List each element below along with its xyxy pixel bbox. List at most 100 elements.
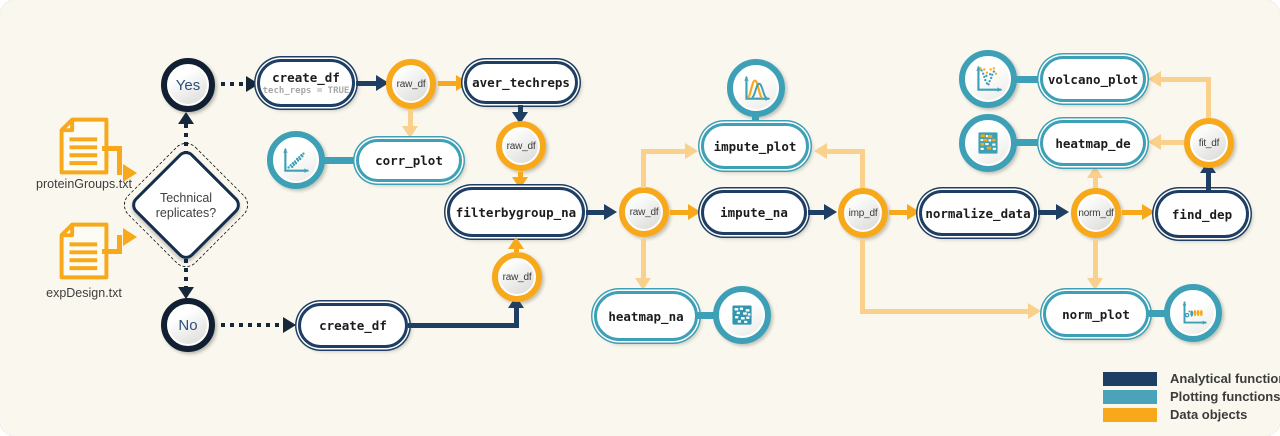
dotted-decision-to-no-head xyxy=(178,287,194,299)
arrow-imp-df-to-norm-plot-v xyxy=(860,239,865,314)
data-raw-df-1: raw_df xyxy=(386,59,436,109)
node-impute-na: impute_na xyxy=(701,190,807,235)
dotted-decision-to-no xyxy=(184,259,188,287)
legend-row-plotting: Plotting functions xyxy=(1103,389,1280,404)
arrow-raw-df-to-filterbygroup xyxy=(518,172,523,179)
data-raw-df-3: raw_df xyxy=(619,187,669,237)
dotted-no-to-create-df xyxy=(221,323,281,327)
arrow-raw-df-to-impute-na-head xyxy=(688,204,701,220)
arrow-norm-df-to-heatmap-de-head xyxy=(1087,166,1103,178)
legend: Analytical functions Plotting functions … xyxy=(1103,371,1280,425)
node-norm-plot: norm_plot xyxy=(1043,291,1149,337)
exp-design-file-label: expDesign.txt xyxy=(46,286,122,300)
arrow-file2-to-decision-head xyxy=(123,228,137,246)
create-df-parameter: tech_reps = TRUE xyxy=(262,86,350,96)
arrow-raw-df-to-heatmap-na xyxy=(641,239,646,279)
legend-row-analytical: Analytical functions xyxy=(1103,371,1280,386)
arrow-file1-to-decision-v xyxy=(117,146,122,175)
no-circle: No xyxy=(161,298,215,352)
arrow-imp-df-to-impute-plot-h xyxy=(827,149,865,154)
arrow-raw-df-to-impute-na xyxy=(670,210,690,215)
arrow-fit-df-to-heatmap-de xyxy=(1161,140,1184,145)
arrow-create-df-to-raw-df xyxy=(356,81,378,86)
arrow-raw-df-4-to-filterbygroup-head xyxy=(508,237,524,249)
node-heatmap-na: heatmap_na xyxy=(594,291,698,341)
heatmap-de-icon-connector xyxy=(1015,139,1042,146)
arrow-imp-df-to-normalize xyxy=(889,210,909,215)
arrow-find-dep-to-fit-df xyxy=(1206,172,1211,190)
dotted-decision-to-yes-head xyxy=(178,112,194,124)
arrow-norm-df-to-norm-plot xyxy=(1093,239,1098,279)
arrow-fit-df-to-volcano-head xyxy=(1148,71,1161,87)
node-aver-techreps: aver_techreps xyxy=(464,61,578,104)
heatmap-na-icon-connector xyxy=(696,312,716,319)
arrow-imp-df-to-impute-plot-head xyxy=(814,143,827,159)
data-imp-df: imp_df xyxy=(838,188,888,238)
arrow-imp-df-to-norm-plot-head xyxy=(1028,303,1041,319)
arrow-norm-df-to-heatmap-de xyxy=(1093,177,1098,188)
arrow-imp-df-to-normalize-head xyxy=(907,204,920,220)
corr-plot-icon-connector xyxy=(323,157,359,164)
arrow-filterbygroup-to-raw-df-head xyxy=(604,204,617,220)
node-impute-plot: impute_plot xyxy=(701,123,809,169)
impute-plot-icon-connector xyxy=(752,113,759,126)
legend-swatch-data-objects xyxy=(1103,407,1157,422)
arrow-file2-to-decision-h xyxy=(102,249,122,254)
yes-circle: Yes xyxy=(161,58,215,112)
dotted-yes-to-create-df xyxy=(221,82,245,86)
node-create-df-no: create_df xyxy=(298,303,408,348)
arrow-raw-df-to-heatmap-na-head xyxy=(635,278,651,290)
arrow-create-df-no-elbow-h xyxy=(408,323,519,328)
volcano-plot-icon xyxy=(959,50,1017,108)
heatmap-de-icon xyxy=(959,114,1017,172)
arrow-filterbygroup-to-raw-df xyxy=(586,210,606,215)
arrow-file1-to-decision-h xyxy=(102,146,122,151)
decision-question: Technical replicates? xyxy=(155,191,217,220)
arrow-raw-df-to-filterbygroup-head xyxy=(512,177,528,189)
dotted-decision-to-yes xyxy=(184,124,188,152)
arrow-raw-df-to-impute-plot-head xyxy=(685,143,698,159)
node-create-df-yes: create_df tech_reps = TRUE xyxy=(257,59,355,107)
arrow-fit-df-to-volcano-v xyxy=(1206,79,1211,118)
arrow-norm-df-to-find-dep-head xyxy=(1142,204,1155,220)
arrow-raw-df-to-impute-plot-h xyxy=(641,149,687,154)
arrow-file2-to-decision-v xyxy=(117,235,122,254)
arrow-create-df-to-raw-df-head xyxy=(376,75,389,91)
volcano-plot-icon-connector xyxy=(1015,76,1042,83)
node-filterbygroup-na: filterbygroup_na xyxy=(447,187,585,237)
norm-plot-icon-connector xyxy=(1147,310,1167,317)
arrow-raw-df-to-impute-plot-v xyxy=(641,151,646,188)
arrow-impute-na-to-imp-df xyxy=(808,210,826,215)
violin-plot-icon xyxy=(1164,284,1222,342)
arrow-raw-df-to-corr-plot-head xyxy=(402,126,418,138)
arrow-raw-df-to-aver-techreps xyxy=(438,81,458,86)
node-find-dep: find_dep xyxy=(1155,190,1249,238)
arrow-normalize-to-norm-df-head xyxy=(1056,204,1069,220)
data-raw-df-4: raw_df xyxy=(492,252,542,302)
legend-swatch-plotting xyxy=(1103,389,1157,404)
node-heatmap-de: heatmap_de xyxy=(1040,120,1146,166)
data-raw-df-2: raw_df xyxy=(496,121,546,171)
arrow-impute-na-to-imp-df-head xyxy=(824,204,837,220)
arrow-file1-to-decision-head xyxy=(123,164,137,182)
node-normalize-data: normalize_data xyxy=(919,190,1037,236)
dotted-yes-to-create-df-head xyxy=(246,76,259,92)
arrow-fit-df-to-heatmap-de-head xyxy=(1148,134,1161,150)
legend-swatch-analytical xyxy=(1103,371,1157,386)
arrow-aver-techreps-to-raw-df xyxy=(518,105,523,114)
arrow-raw-df-to-corr-plot xyxy=(408,110,413,127)
arrow-imp-df-to-impute-plot-v xyxy=(860,151,865,188)
arrow-normalize-to-norm-df xyxy=(1038,210,1058,215)
data-fit-df: fit_df xyxy=(1184,118,1234,168)
arrow-fit-df-to-volcano-h xyxy=(1161,77,1211,82)
arrow-create-df-no-elbow-v xyxy=(514,306,519,328)
arrow-imp-df-to-norm-plot-h xyxy=(860,309,1030,314)
node-volcano-plot: volcano_plot xyxy=(1040,56,1146,102)
dotted-no-to-create-df-head xyxy=(283,317,296,333)
density-plot-icon xyxy=(727,59,785,117)
data-norm-df: norm_df xyxy=(1071,188,1121,238)
legend-row-data-objects: Data objects xyxy=(1103,407,1280,422)
protein-groups-file-icon xyxy=(57,117,111,180)
arrow-norm-df-to-norm-plot-head xyxy=(1087,278,1103,290)
